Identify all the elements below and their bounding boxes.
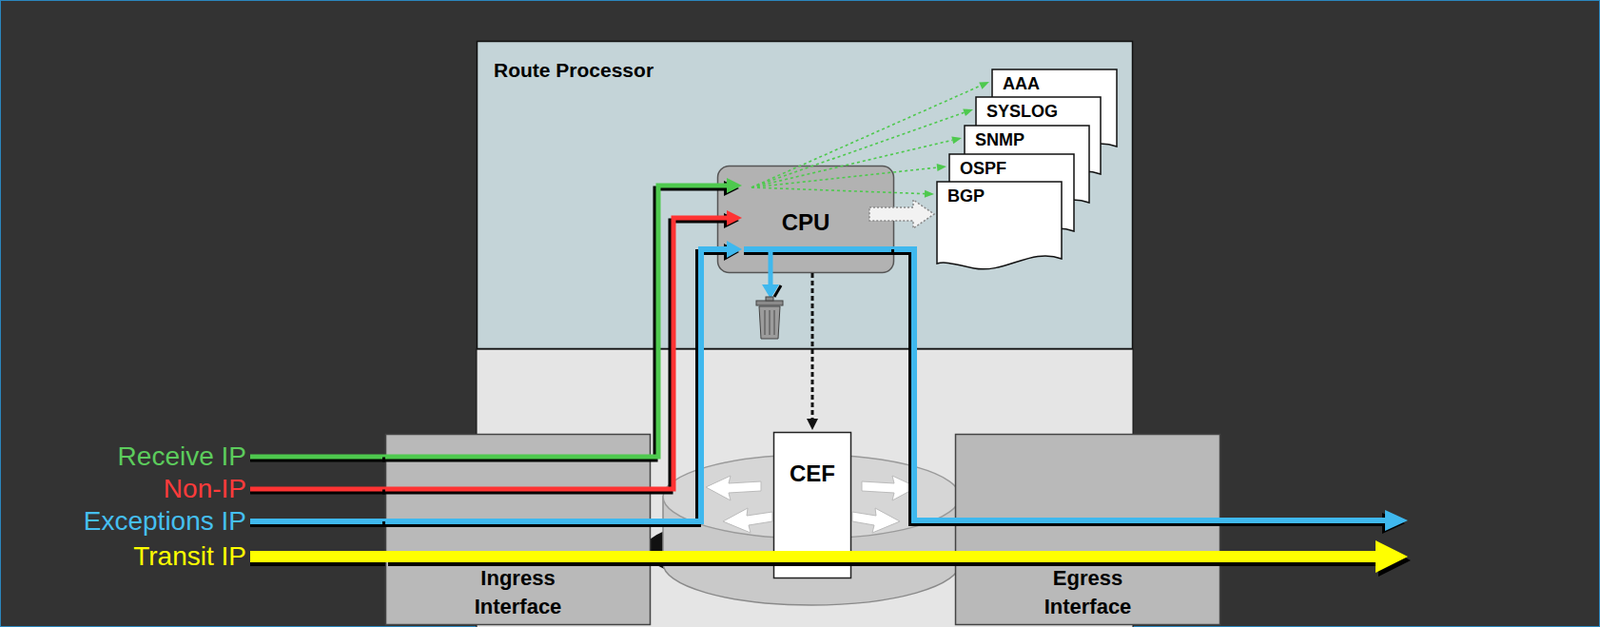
- drop-line: [768, 252, 774, 286]
- box-heading: Route Processor: [493, 58, 654, 83]
- switch-arrow: [722, 507, 773, 533]
- cef-box: CEF: [773, 431, 852, 579]
- switch-tick: [774, 285, 781, 297]
- flow-line: [743, 246, 895, 253]
- route-processor-box: Route ProcessorAAA SYSLOG SNMP OSPF BGP CPU: [476, 40, 1133, 350]
- process-name: SNMP: [975, 128, 1025, 152]
- process-name: SYSLOG: [986, 99, 1058, 123]
- flow-shadow: [743, 249, 895, 255]
- box-label: Ingress Interface: [461, 564, 576, 622]
- interface-box-fill: [956, 434, 1221, 625]
- switch-arrow: [705, 475, 761, 501]
- cpu-box-fill: [718, 166, 895, 274]
- arrowhead: [1375, 540, 1408, 573]
- process-name: AAA: [1002, 72, 1040, 96]
- arrowhead: [1385, 509, 1408, 531]
- flow-connector: [751, 85, 981, 188]
- arrowhead: [951, 136, 962, 144]
- lead-shadow: [250, 489, 386, 495]
- connector-group: [751, 109, 974, 188]
- connector-shadow: [382, 252, 724, 525]
- connector-group: [751, 136, 962, 188]
- arrowhead: [936, 163, 947, 172]
- arrowhead: [726, 210, 742, 226]
- lead-line: [250, 550, 386, 563]
- flow-name: Exceptions IP: [83, 505, 247, 538]
- flow-connector: [385, 249, 727, 522]
- flow-name: Non-IP: [163, 472, 247, 506]
- flow-connector: [751, 167, 937, 188]
- process-name: BGP: [947, 184, 985, 208]
- flow-name: Receive IP: [117, 440, 247, 473]
- interface-box: Egress Interface: [955, 433, 1221, 625]
- arrowhead: [806, 418, 819, 430]
- connector-group: [806, 273, 819, 430]
- trash-body: [759, 306, 781, 339]
- trash-handle: [765, 296, 774, 301]
- lead-shadow: [250, 554, 386, 566]
- trash-stripe: [768, 310, 771, 335]
- process-name: OSPF: [959, 156, 1007, 180]
- connector-group: [382, 210, 742, 492]
- lead-line: [250, 454, 386, 460]
- box-label: CPU: [781, 209, 831, 236]
- lead-shadow: [250, 457, 386, 463]
- flow-connector: [385, 217, 727, 489]
- flow-connector: [385, 550, 1376, 563]
- block-arrow: [869, 199, 935, 229]
- interface-box-fill: [386, 434, 651, 625]
- connector-shadow: [891, 252, 1383, 524]
- box-label: CEF: [789, 460, 836, 575]
- arrowhead: [726, 177, 742, 194]
- trash-lid: [756, 300, 783, 306]
- flow-connector: [751, 139, 953, 188]
- document-shape: [936, 181, 1062, 270]
- switch-arrow: [852, 507, 900, 533]
- trash-stripe: [763, 310, 766, 335]
- flow-connector: [751, 187, 925, 195]
- connector-group: [869, 199, 935, 229]
- connector-group: [751, 163, 947, 188]
- trash-stripe: [773, 310, 776, 335]
- flow-connector: [811, 273, 815, 419]
- lead-line: [250, 487, 386, 492]
- connector-group: [751, 187, 935, 198]
- arrowhead: [962, 109, 974, 118]
- connector-group: [382, 240, 742, 525]
- arrowhead: [726, 240, 742, 258]
- arrowhead: [924, 190, 935, 198]
- box-label: Egress Interface: [1031, 564, 1146, 622]
- process-document: BGP: [936, 180, 1063, 273]
- flow-name: Transit IP: [133, 540, 247, 573]
- flow-connector: [751, 112, 965, 188]
- connector-group: [891, 249, 1408, 534]
- arrowhead: [978, 81, 990, 90]
- cpu-box: CPU: [717, 165, 895, 274]
- interface-box: Ingress Interface: [385, 433, 651, 625]
- route-processor-box-fill: [477, 41, 1133, 350]
- lead-line: [250, 518, 386, 525]
- flow-connector: [894, 249, 1386, 521]
- lead-shadow: [250, 521, 386, 527]
